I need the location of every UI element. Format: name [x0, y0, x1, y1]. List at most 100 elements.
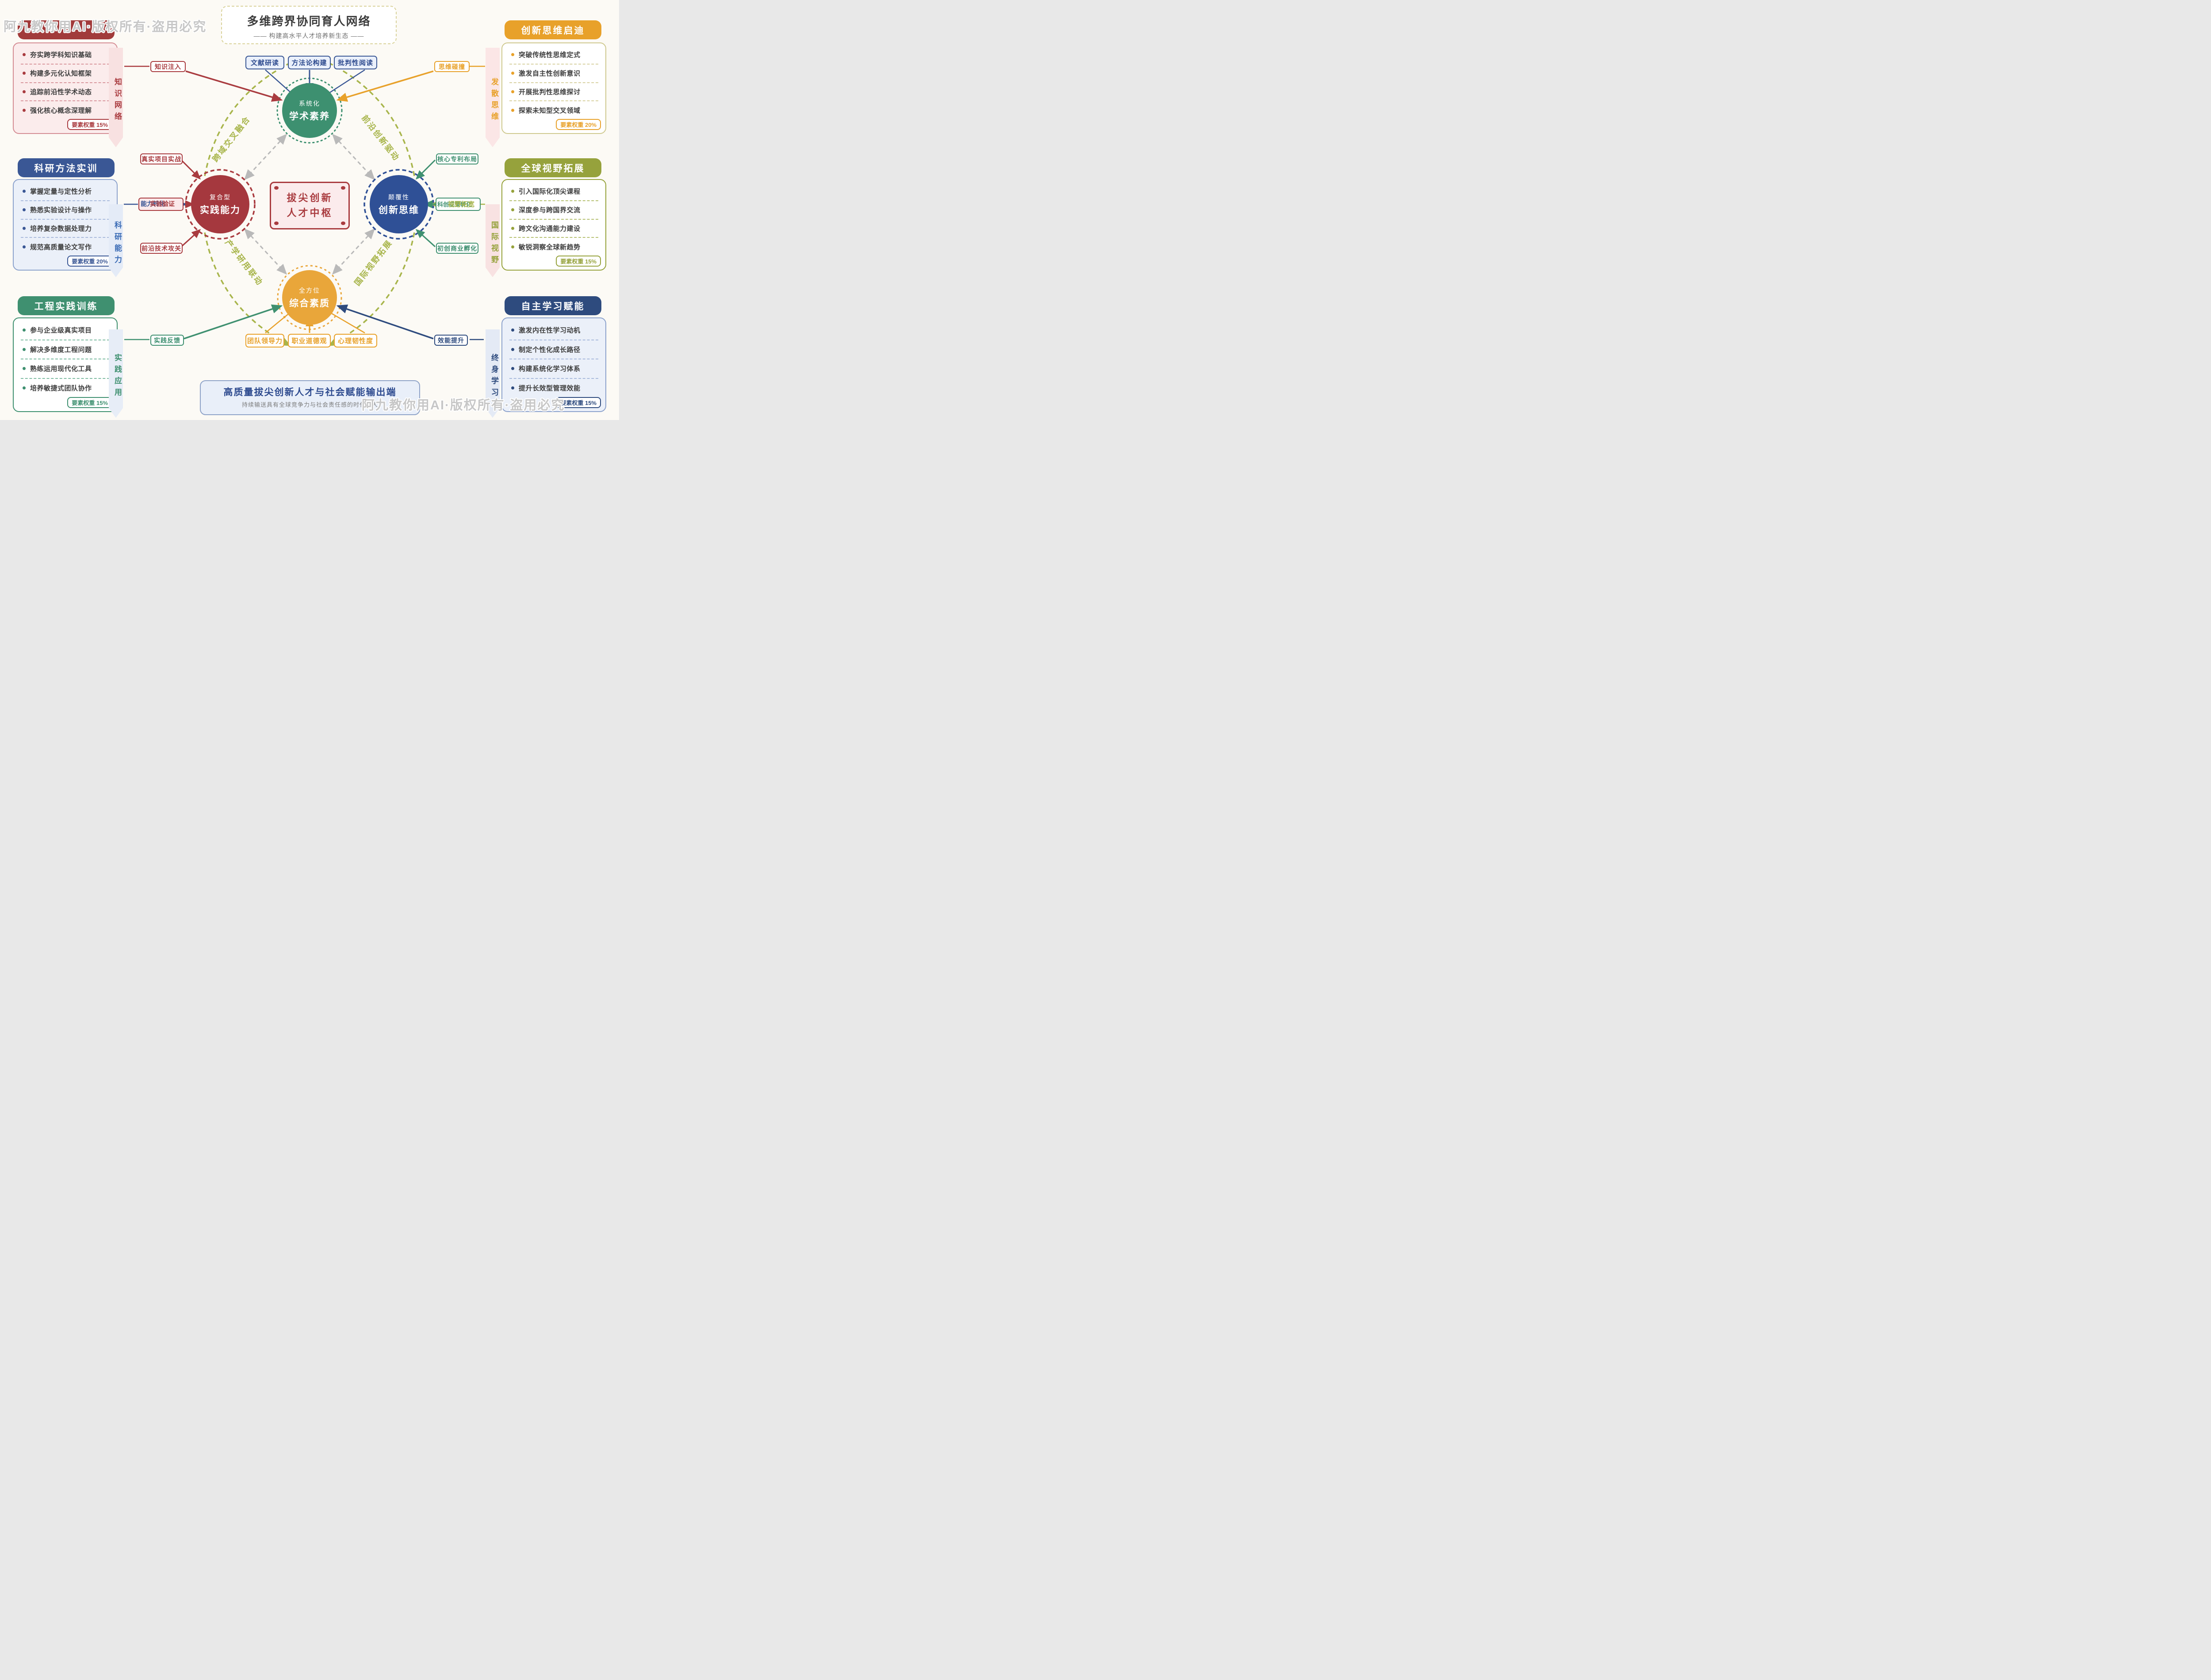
- bullet-dot-icon: [23, 190, 26, 193]
- tag-methodology-building: 方法论构建: [288, 56, 331, 69]
- list-item: 制定个性化成长路径: [506, 340, 602, 359]
- page-subtitle: —— 构建高水平人才培养新生态 ——: [253, 32, 364, 39]
- tag-literature-reading: 文献研读: [245, 56, 284, 69]
- bullet-dot-icon: [511, 245, 514, 248]
- edge-label-efficiency-boost: 效能提升: [434, 335, 468, 346]
- arc-label-cross-domain: 跨域交叉融合: [210, 114, 252, 164]
- bullet-dot-icon: [511, 190, 514, 193]
- hub-line2: 人才中枢: [287, 207, 333, 218]
- divider: [21, 378, 110, 379]
- screw-icon: [274, 221, 279, 225]
- edge-label-frontier-tech: 前沿技术攻关: [140, 243, 183, 254]
- edge-label-thinking-collision: 思维碰撞: [434, 61, 470, 72]
- bullet-dot-icon: [511, 53, 514, 57]
- node-comprehensive-quality: 全方位 综合素质: [282, 270, 337, 325]
- inner-diamond-links: [244, 134, 375, 275]
- tag-mental-resilience: 心理韧性度: [334, 334, 377, 347]
- bullet-dot-icon: [23, 108, 26, 112]
- divider: [509, 218, 598, 220]
- list-item: 引入国际化顶尖课程: [506, 183, 602, 200]
- list-item: 构建系统化学习体系: [506, 359, 602, 378]
- output-title: 高质量拔尖创新人才与社会赋能输出端: [223, 387, 397, 397]
- ribbon-practice-application: 实践应用: [109, 329, 123, 418]
- divider: [21, 82, 110, 83]
- list-item: 夯实跨学科知识基础: [17, 46, 113, 64]
- divider: [509, 63, 598, 65]
- edge-label-overlap-right: 科创成果转化 视野拓宽: [436, 198, 481, 211]
- hub-line1: 拔尖创新: [287, 192, 333, 203]
- panel-selflearning-header: 自主学习赋能: [505, 296, 601, 315]
- list-item: 培养敏捷式团队协作: [17, 379, 113, 397]
- node-innovative-thinking: 颠覆性 创新思维: [370, 175, 428, 233]
- weight-badge: 要素权重 15%: [67, 119, 112, 130]
- list-item: 熟练运用现代化工具: [17, 359, 113, 378]
- bullet-dot-icon: [511, 208, 514, 212]
- divider: [21, 63, 110, 65]
- list-item: 参与企业级真实项目: [17, 321, 113, 340]
- list-item: 跨文化沟通能力建设: [506, 220, 602, 237]
- bullet-dot-icon: [23, 347, 26, 351]
- node-practice-ability: 复合型 实践能力: [191, 175, 249, 233]
- bullet-dot-icon: [23, 53, 26, 57]
- weight-badge: 要素权重 15%: [556, 397, 601, 408]
- panel-selflearning: 激发内在性学习动机 制定个性化成长路径 构建系统化学习体系 提升长效型管理效能 …: [501, 317, 606, 412]
- list-item: 激发内在性学习动机: [506, 321, 602, 340]
- arc-label-frontier-innovation: 前沿创新驱动: [360, 113, 402, 163]
- infographic-canvas: 跨域交叉融合 前沿创新驱动 产学研用联动 国际视野拓展: [0, 0, 619, 420]
- panel-global-header: 全球视野拓展: [505, 158, 601, 177]
- panel-research: 掌握定量与定性分析 熟悉实验设计与操作 培养复杂数据处理力 规范高质量论文写作 …: [13, 179, 118, 271]
- bullet-dot-icon: [511, 367, 514, 370]
- watermark-top-left: 阿九教你用AI·版权所有·盗用必究: [4, 20, 207, 34]
- weight-badge: 要素权重 20%: [556, 119, 601, 130]
- list-item: 规范高质量论文写作: [17, 238, 113, 256]
- ribbon-international-vision: 国际视野: [486, 204, 500, 277]
- weight-badge: 要素权重 15%: [556, 256, 601, 267]
- output-subtitle: 持续输送具有全球竞争力与社会责任感的时代新人: [241, 401, 378, 408]
- bullet-dot-icon: [511, 90, 514, 93]
- ribbon-knowledge-network: 知识网络: [109, 48, 123, 147]
- panel-knowledge: 夯实跨学科知识基础 构建多元化认知框架 追踪前沿性学术动态 强化核心概念深理解 …: [13, 42, 118, 134]
- bullet-dot-icon: [511, 108, 514, 112]
- weight-badge: 要素权重 15%: [67, 397, 112, 408]
- edge-label-real-project: 真实项目实战: [140, 153, 183, 164]
- divider: [509, 378, 598, 379]
- tag-critical-reading: 批判性阅读: [334, 56, 377, 69]
- bullet-dot-icon: [23, 245, 26, 248]
- bullet-dot-icon: [23, 386, 26, 389]
- bullet-dot-icon: [23, 226, 26, 230]
- edge-label-overlap-left: 能力转化 实验验证: [138, 198, 184, 211]
- bullet-dot-icon: [23, 90, 26, 93]
- divider: [509, 100, 598, 102]
- page-title: 多维跨界协同育人网络: [247, 15, 371, 28]
- edge-label-startup-incubate: 初创商业孵化: [436, 243, 478, 254]
- list-item: 掌握定量与定性分析: [17, 183, 113, 200]
- panel-engineering: 参与企业级真实项目 解决多维度工程问题 熟练运用现代化工具 培养敏捷式团队协作 …: [13, 317, 118, 412]
- divider: [509, 82, 598, 83]
- ribbon-research-ability: 科研能力: [109, 204, 123, 277]
- panel-knowledge-header: [18, 20, 115, 39]
- panel-engineering-header: 工程实践训练: [18, 296, 115, 315]
- divider: [509, 200, 598, 201]
- arc-label-industry-academia: 产学研用联动: [223, 238, 265, 287]
- bullet-dot-icon: [511, 328, 514, 332]
- list-item: 强化核心概念深理解: [17, 101, 113, 119]
- list-item: 追踪前沿性学术动态: [17, 83, 113, 101]
- tag-professional-ethics: 职业道德观: [288, 334, 331, 347]
- edge-label-experiment-verify: 实验验证: [150, 200, 175, 207]
- bullet-dot-icon: [511, 386, 514, 389]
- tag-team-leadership: 团队领导力: [245, 334, 284, 347]
- divider: [509, 237, 598, 238]
- bullet-dot-icon: [23, 208, 26, 212]
- list-item: 敏锐洞察全球新趋势: [506, 238, 602, 256]
- list-item: 熟悉实验设计与操作: [17, 201, 113, 219]
- bullet-dot-icon: [23, 72, 26, 75]
- list-item: 解决多维度工程问题: [17, 340, 113, 359]
- panel-global: 引入国际化顶尖课程 深度参与跨国界交流 跨文化沟通能力建设 敏锐洞察全球新趋势 …: [501, 179, 606, 271]
- divider: [21, 218, 110, 220]
- bullet-dot-icon: [511, 226, 514, 230]
- weight-badge: 要素权重 20%: [67, 256, 112, 267]
- panel-research-header: 科研方法实训: [18, 158, 115, 177]
- list-item: 探索未知型交叉领域: [506, 101, 602, 119]
- panel-innovation: 突破传统性思维定式 激发自主性创新意识 开展批判性思维探讨 探索未知型交叉领域 …: [501, 42, 606, 134]
- title-box: 多维跨界协同育人网络 —— 构建高水平人才培养新生态 ——: [221, 6, 397, 44]
